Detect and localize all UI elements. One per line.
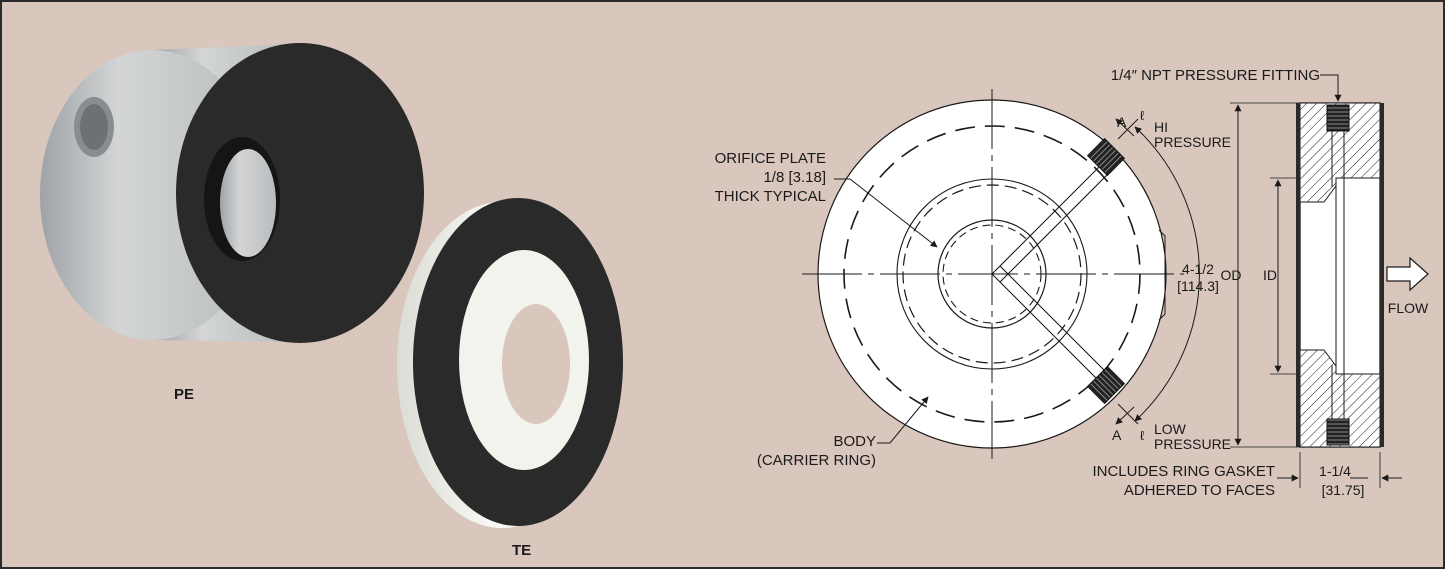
orifice-plate-leader: [834, 178, 938, 248]
front-view-drawing: [802, 89, 1184, 459]
outer-dimension-label-1: 4-1/2: [1182, 261, 1214, 277]
centerline-symbol-top: ℓ: [1140, 108, 1145, 123]
section-a-markers: [1115, 118, 1139, 425]
bolt-circle-dimension-arc: [1134, 126, 1200, 422]
id-label: ID: [1263, 267, 1277, 283]
centerline-symbol-bottom: ℓ: [1140, 428, 1145, 443]
flow-arrow-icon: [1386, 256, 1429, 292]
section-a-top: A: [1117, 114, 1127, 130]
thickness-label-2: [31.75]: [1322, 482, 1365, 498]
hi-pressure-label-1: HI: [1154, 119, 1168, 135]
side-view-drawing: [1230, 74, 1429, 488]
body-leader: [877, 396, 929, 444]
orifice-plate-label-2: 1/8 [3.18]: [763, 169, 826, 186]
gasket-label-1: INCLUDES RING GASKET: [1092, 463, 1275, 480]
orifice-plate-label-3: THICK TYPICAL: [715, 188, 826, 205]
low-pressure-label-1: LOW: [1154, 421, 1187, 437]
gasket-label-2: ADHERED TO FACES: [1124, 482, 1275, 499]
hi-pressure-label-2: PRESSURE: [1154, 134, 1231, 150]
te-product-label: TE: [512, 542, 532, 559]
te-orifice-photo: [397, 198, 623, 528]
orifice-plate-label-1: ORIFICE PLATE: [715, 150, 826, 167]
section-a-bottom: A: [1112, 427, 1122, 443]
flow-label: FLOW: [1388, 300, 1429, 316]
outer-dimension-label-2: [114.3]: [1177, 278, 1219, 294]
low-pressure-label-2: PRESSURE: [1154, 436, 1231, 452]
low-pressure-fitting: [1086, 365, 1126, 405]
body-label-1: BODY: [833, 433, 876, 450]
npt-fitting-label: 1/4″ NPT PRESSURE FITTING: [1111, 67, 1320, 84]
body-label-2: (CARRIER RING): [757, 452, 876, 469]
pe-product-label: PE: [174, 386, 195, 403]
hi-pressure-fitting: [1086, 137, 1126, 177]
thickness-label-1: 1-1/4: [1319, 463, 1351, 479]
od-label: OD: [1221, 267, 1242, 283]
pe-orifice-photo: [40, 43, 424, 343]
